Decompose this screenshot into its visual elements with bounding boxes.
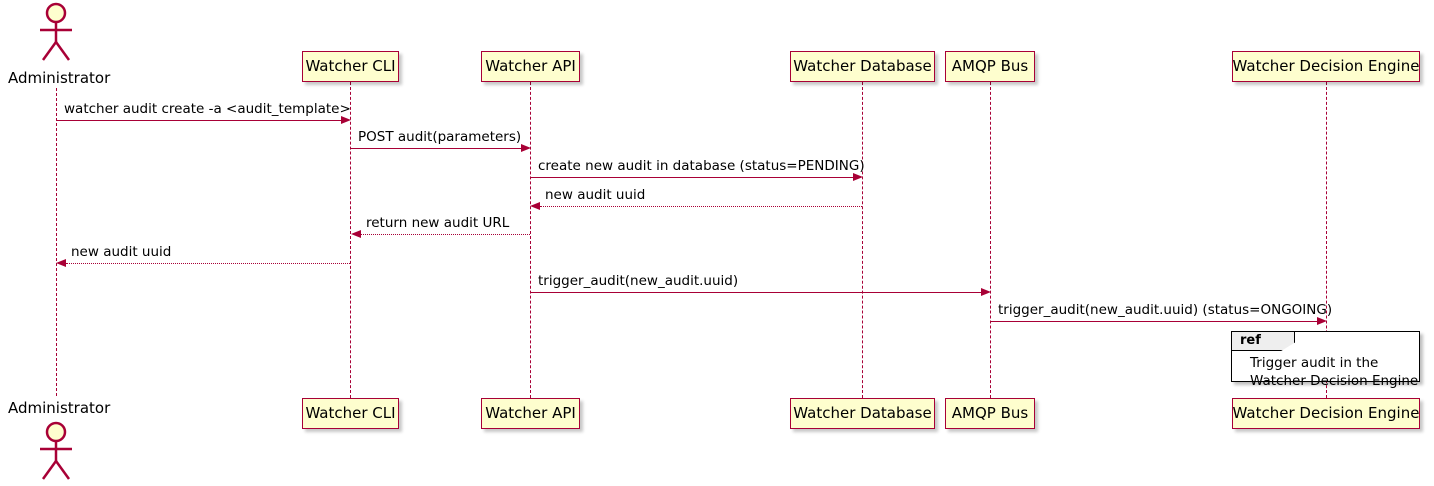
message-arrowhead-3 [853, 173, 863, 181]
message-arrowhead-6 [56, 259, 66, 267]
message-arrow-4 [540, 206, 862, 207]
message-arrow-7 [531, 292, 981, 293]
ref-fragment-text: Trigger audit in the Watcher Decision En… [1250, 355, 1419, 390]
participant-watcher-database-top[interactable]: Watcher Database [790, 51, 935, 82]
participant-amqp-bus-top[interactable]: AMQP Bus [945, 51, 1035, 82]
participant-watcher-cli-bottom[interactable]: Watcher CLI [302, 398, 399, 429]
lifeline-watcher-decision-engine [1326, 82, 1327, 398]
actor-label-bottom: Administrator [8, 399, 111, 417]
message-arrow-2 [351, 148, 521, 149]
lifeline-amqp-bus [990, 82, 991, 398]
message-label-3: create new audit in database (status=PEN… [538, 158, 865, 174]
ref-fragment-tab [1232, 332, 1295, 351]
message-arrow-1 [57, 120, 341, 121]
ref-fragment: ref Trigger audit in the Watcher Decisio… [1231, 331, 1420, 389]
actor-stick-figure-icon-bottom [40, 421, 72, 480]
message-arrow-6 [66, 263, 350, 264]
lifeline-administrator [56, 88, 57, 396]
message-arrowhead-7 [981, 288, 991, 296]
actor-label-top: Administrator [8, 69, 111, 87]
message-arrowhead-8 [1317, 317, 1327, 325]
message-label-6: new audit uuid [71, 244, 172, 260]
participant-watcher-api-top[interactable]: Watcher API [481, 51, 580, 82]
participant-watcher-database-bottom[interactable]: Watcher Database [790, 398, 935, 429]
message-arrow-3 [531, 177, 853, 178]
participant-watcher-decision-engine-top[interactable]: Watcher Decision Engine [1232, 51, 1420, 82]
message-arrowhead-5 [351, 230, 361, 238]
message-label-8: trigger_audit(new_audit.uuid) (status=ON… [998, 302, 1333, 318]
message-arrowhead-2 [521, 144, 531, 152]
message-arrow-8 [991, 321, 1317, 322]
participant-watcher-decision-engine-bottom[interactable]: Watcher Decision Engine [1232, 398, 1420, 429]
participant-watcher-cli-top[interactable]: Watcher CLI [302, 51, 399, 82]
lifeline-watcher-cli [350, 82, 351, 398]
message-label-2: POST audit(parameters) [358, 129, 522, 145]
message-label-5: return new audit URL [366, 215, 510, 231]
actor-administrator-bottom [26, 421, 86, 480]
message-label-4: new audit uuid [545, 187, 646, 203]
message-arrowhead-4 [530, 202, 540, 210]
message-label-7: trigger_audit(new_audit.uuid) [538, 273, 739, 289]
actor-stick-figure-icon [40, 2, 72, 61]
lifeline-watcher-api [530, 82, 531, 398]
ref-fragment-keyword: ref [1240, 333, 1261, 348]
message-arrow-5 [361, 234, 530, 235]
lifeline-watcher-database [862, 82, 863, 398]
message-arrowhead-1 [341, 116, 351, 124]
participant-amqp-bus-bottom[interactable]: AMQP Bus [945, 398, 1035, 429]
participant-watcher-api-bottom[interactable]: Watcher API [481, 398, 580, 429]
message-label-1: watcher audit create -a <audit_template> [64, 101, 351, 117]
actor-administrator-top [26, 2, 86, 61]
